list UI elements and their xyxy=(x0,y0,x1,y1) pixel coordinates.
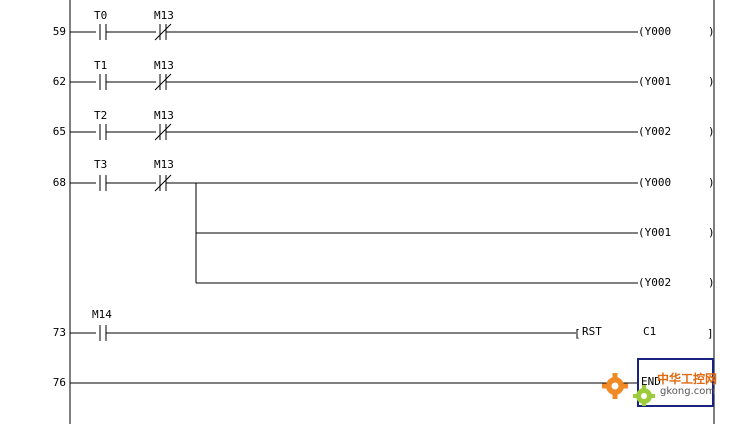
contact-label: M13 xyxy=(154,109,174,122)
step-number: 59 xyxy=(53,25,66,38)
contact-label: M13 xyxy=(154,158,174,171)
instruction-op[interactable]: RST xyxy=(582,325,602,338)
watermark-site: 中华工控网 xyxy=(657,372,718,386)
instruction-arg[interactable]: C1 xyxy=(643,325,656,338)
step-number: 76 xyxy=(53,376,66,389)
rung-76[interactable]: 76 END xyxy=(53,375,661,389)
coil-close: ) xyxy=(708,176,715,189)
contact-label: T3 xyxy=(94,158,107,171)
coil-output[interactable]: (Y000 xyxy=(638,176,671,189)
watermark-domain: gkong.com xyxy=(660,386,716,397)
coil-output[interactable]: (Y002 xyxy=(638,125,671,138)
contact-label: T0 xyxy=(94,9,107,22)
contact-label: T2 xyxy=(94,109,107,122)
instruction-open: [ xyxy=(574,327,581,340)
coil-close: ) xyxy=(708,226,715,239)
step-number: 68 xyxy=(53,176,66,189)
rung-68[interactable]: 68 T3 M13 (Y000 (Y001 (Y002 ) ) ) xyxy=(53,158,715,289)
rung-62[interactable]: 62 T1 M13 (Y001 ) xyxy=(53,59,715,91)
step-number: 73 xyxy=(53,326,66,339)
instruction-close: ] xyxy=(707,327,714,340)
gear-icon xyxy=(602,373,655,406)
coil-close: ) xyxy=(708,75,715,88)
rung-65[interactable]: 65 T2 M13 (Y002 ) xyxy=(53,109,715,141)
coil-close: ) xyxy=(708,125,715,138)
coil-output[interactable]: (Y002 xyxy=(638,276,671,289)
coil-close: ) xyxy=(708,25,715,38)
contact-label: M14 xyxy=(92,308,112,321)
contact-label: M13 xyxy=(154,59,174,72)
step-number: 65 xyxy=(53,125,66,138)
contact-label: T1 xyxy=(94,59,107,72)
coil-close: ) xyxy=(708,276,715,289)
rung-73[interactable]: 73 M14 [ RST C1 ] xyxy=(53,308,714,341)
coil-output[interactable]: (Y001 xyxy=(638,226,671,239)
coil-output[interactable]: (Y001 xyxy=(638,75,671,88)
step-number: 62 xyxy=(53,75,66,88)
contact-label: M13 xyxy=(154,9,174,22)
end-instruction[interactable]: END xyxy=(641,375,661,388)
coil-output[interactable]: (Y000 xyxy=(638,25,671,38)
cursor-selection-box[interactable] xyxy=(637,358,714,407)
rung-59[interactable]: 59 T0 M13 (Y000 ) xyxy=(53,9,715,41)
